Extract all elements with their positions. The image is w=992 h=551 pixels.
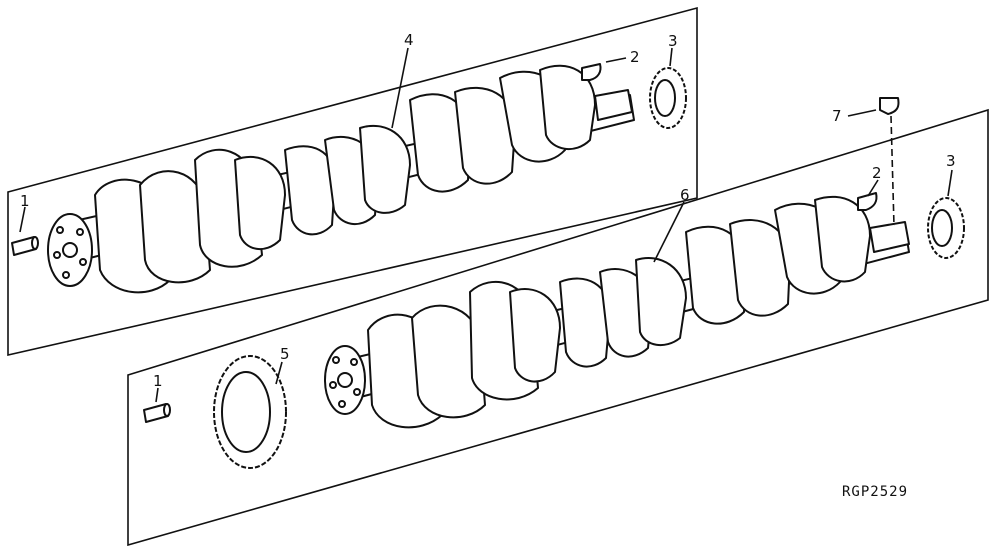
callout-7: 7: [832, 107, 842, 125]
callout-leader: [275, 361, 283, 385]
callout-leader: [847, 109, 877, 117]
lower-crankshaft-nose: [869, 221, 910, 253]
callout-1-lower: 1: [153, 372, 163, 390]
upper-crank-web: [454, 86, 516, 185]
callout-leader: [947, 169, 953, 197]
callout-leader: [19, 206, 26, 233]
lower-dowel-pin: [143, 403, 171, 423]
lower-crank-web: [814, 195, 871, 283]
callout-3-lower: 3: [946, 152, 956, 170]
upper-crank-web: [539, 64, 596, 150]
lower-crank-web: [635, 257, 687, 347]
callout-5: 5: [280, 345, 290, 363]
upper-crank-web: [234, 155, 286, 250]
lower-crank-web: [509, 288, 561, 383]
callout-leader: [391, 47, 409, 129]
key-7: [879, 97, 900, 115]
callout-leader: [653, 201, 685, 263]
lower-flange-bolt-hole: [329, 381, 337, 389]
callout-leader: [155, 387, 159, 403]
upper-flange-bolt-hole: [76, 228, 84, 236]
lower-flange-bolt-hole: [353, 388, 361, 396]
callout-1-upper: 1: [20, 192, 30, 210]
callout-2-lower: 2: [872, 164, 882, 182]
upper-flange-bolt-hole: [56, 226, 64, 234]
callout-6: 6: [680, 186, 690, 204]
reference-code: RGP2529: [842, 484, 908, 500]
callout-4: 4: [404, 31, 414, 49]
lower-flange-hub: [337, 372, 353, 388]
callout-leader: [867, 179, 879, 197]
upper-flange-bolt-hole: [53, 251, 61, 259]
callout-3-upper: 3: [668, 32, 678, 50]
upper-panel-frame: [7, 6, 698, 357]
upper-dowel-pin: [11, 236, 39, 256]
lower-crankshaft: [324, 195, 910, 429]
upper-flange-bolt-hole: [79, 258, 87, 266]
lower-woodruff-key: [857, 192, 878, 211]
flywheel-end-gear: [213, 355, 287, 469]
lower-flange-bolt-hole: [350, 358, 358, 366]
upper-flange-hub: [62, 242, 78, 258]
upper-crankshaft-nose: [594, 89, 633, 121]
assembly-line: [890, 115, 895, 227]
lower-crankshaft-gear: [927, 197, 965, 259]
lower-flange-bolt-hole: [338, 400, 346, 408]
lower-flange-bolt-hole: [332, 356, 340, 364]
callout-leader: [669, 47, 673, 67]
upper-crankshaft: [47, 64, 635, 294]
lower-panel-frame: [127, 108, 989, 547]
upper-crankshaft-gear: [649, 67, 687, 129]
upper-crank-web: [359, 124, 411, 214]
upper-flange-bolt-hole: [62, 271, 70, 279]
callout-leader: [605, 57, 627, 63]
callout-2-upper: 2: [630, 48, 640, 66]
upper-woodruff-key: [581, 63, 602, 81]
